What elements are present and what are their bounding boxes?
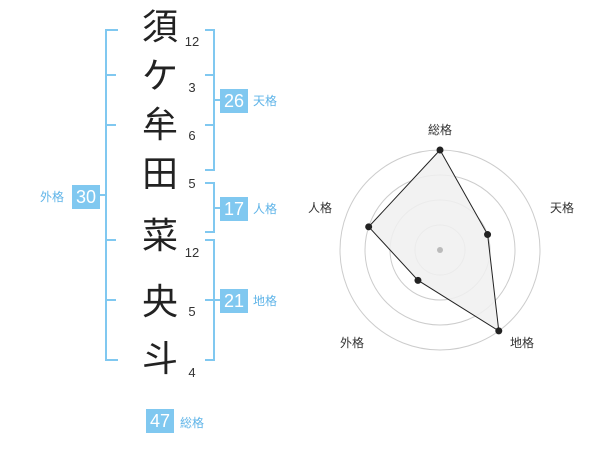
stroke-count-6: 5 (188, 304, 196, 319)
jinkaku-label: 人格 (253, 202, 278, 216)
gaikaku-inner-ticks (106, 74, 116, 301)
jinkaku-value: 17 (220, 197, 248, 221)
radar-value-polygon (368, 149, 500, 332)
name-char-4: 田 (141, 154, 178, 195)
stroke-count-4: 5 (188, 176, 196, 191)
name-char-5: 菜 (141, 216, 178, 257)
radar-center-point (437, 247, 443, 253)
chikaku-label: 地格 (253, 294, 278, 308)
tenkaku-label: 天格 (253, 94, 278, 108)
chikaku-value: 21 (220, 289, 248, 313)
stroke-count-2: 3 (188, 80, 196, 95)
tenkaku-bracket-ticks (205, 74, 214, 126)
radar-point-3 (495, 327, 503, 335)
radar-point-1 (436, 146, 444, 154)
stroke-count-5: 12 (184, 245, 200, 260)
radar-label-tenkaku: 天格 (550, 201, 575, 215)
soukaku-label: 総格 (180, 416, 205, 430)
name-char-3: 牟 (141, 105, 178, 146)
name-char-6: 央 (141, 282, 178, 323)
gaikaku-value: 30 (72, 185, 100, 209)
stroke-count-1: 12 (184, 34, 200, 49)
name-char-2: ケ (141, 56, 178, 97)
gaikaku-label: 外格 (40, 190, 65, 204)
tenkaku-value: 26 (220, 89, 248, 113)
radar-label-soukaku: 総格 (428, 123, 453, 137)
radar-label-gaikaku: 外格 (340, 336, 365, 350)
stroke-count-7: 4 (188, 365, 196, 380)
radar-label-chikaku: 地格 (510, 336, 535, 350)
radar-point-2 (484, 231, 492, 239)
radar-label-jinkaku: 人格 (308, 201, 333, 215)
radar-point-4 (414, 276, 422, 284)
stroke-count-3: 6 (188, 128, 196, 143)
name-char-7: 斗 (141, 339, 178, 380)
radar-point-5 (365, 223, 373, 231)
soukaku-value: 47 (146, 409, 174, 433)
name-char-1: 須 (141, 7, 178, 48)
